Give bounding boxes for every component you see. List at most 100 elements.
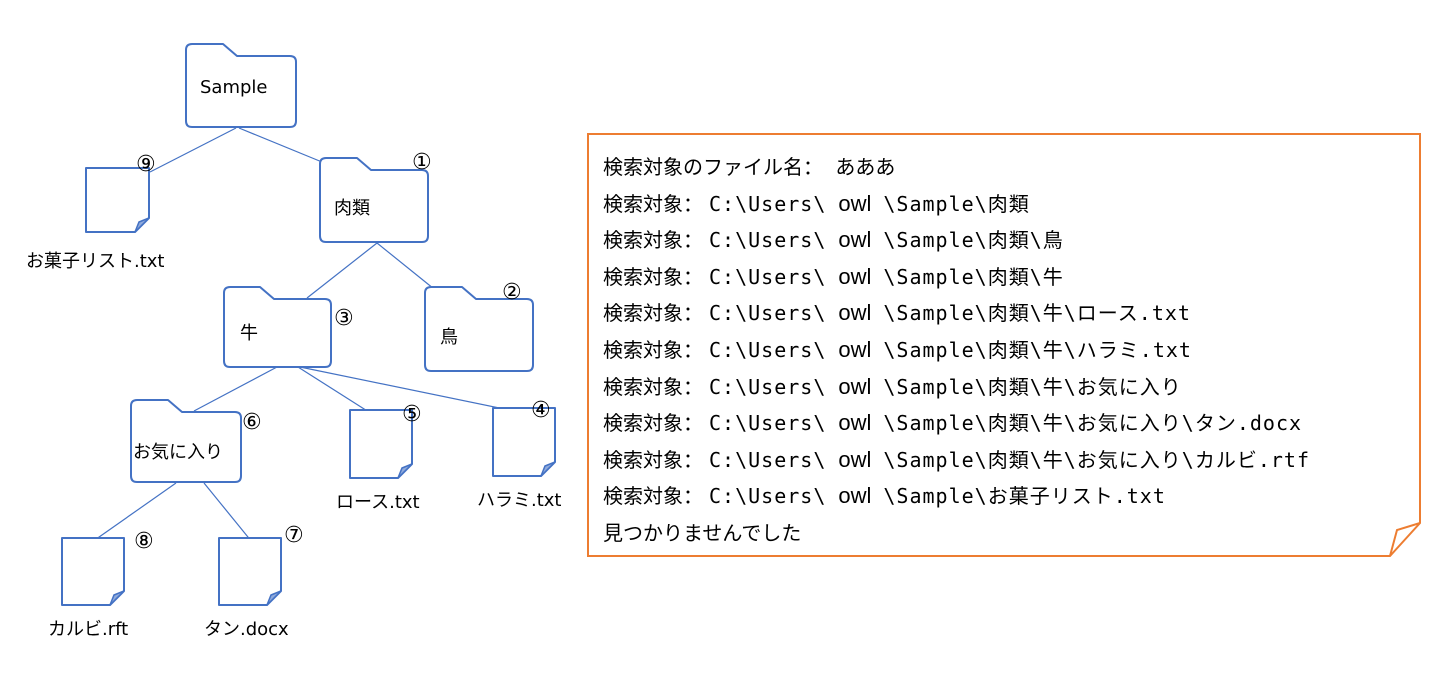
tree-edge	[91, 482, 177, 543]
tree-node-beef: 牛③	[223, 286, 354, 368]
path-user: owl	[838, 227, 872, 253]
path-prefix: C:\Users\	[709, 411, 827, 436]
path-prefix: C:\Users\	[709, 301, 827, 326]
tree-edge	[306, 242, 378, 299]
page-corner-icon	[134, 217, 150, 233]
panel-border	[587, 133, 1421, 557]
search-label: 検索対象：	[603, 301, 703, 326]
node-number: ③	[334, 306, 354, 331]
path-rest: \Sample\肉類\牛\ロース.txt	[883, 301, 1191, 326]
path-prefix: C:\Users\	[709, 337, 827, 362]
tree-node-sample: Sample	[185, 43, 297, 128]
result-text: 見つかりませんでした	[603, 520, 802, 545]
path-prefix: C:\Users\	[709, 264, 827, 289]
folder-icon	[223, 286, 332, 368]
node-label: 肉類	[334, 198, 370, 219]
search-line: 検索対象：C:\Users\owl\Sample\肉類\牛\お気に入り	[603, 369, 1310, 406]
node-number: ⑤	[402, 402, 422, 427]
tree-edge	[299, 366, 515, 412]
tree-node-bird: 鳥②	[424, 280, 534, 372]
path-rest: \Sample\肉類\牛\ハラミ.txt	[883, 337, 1192, 362]
node-number: ⑨	[136, 152, 156, 177]
path-prefix: C:\Users\	[709, 228, 827, 253]
node-label: お菓子リスト.txt	[26, 251, 165, 272]
node-label: お気に入り	[133, 442, 223, 463]
path-rest: \Sample\肉類	[883, 191, 1030, 216]
tree-node-favorites: お気に入り ⑥	[130, 399, 262, 483]
path-rest: \Sample\肉類\牛\お気に入り	[883, 374, 1182, 399]
path-user: owl	[838, 373, 872, 399]
folder-tree-diagram: Sample肉類①鳥②牛③ハラミ.txt④ロース.txt⑤お気に入り⑥タン.do…	[26, 43, 562, 640]
path-prefix: C:\Users\	[709, 484, 827, 509]
node-label: ロース.txt	[336, 492, 420, 513]
node-label: 牛	[240, 323, 258, 344]
search-line: 検索対象：C:\Users\ owl \Sample\お菓子リスト.txt	[603, 478, 1310, 515]
path-rest: \Sample\肉類\鳥	[883, 228, 1064, 253]
path-prefix: C:\Users\	[709, 374, 827, 399]
search-output-panel: 検索対象のファイル名： あああ 検索対象：C:\Users\owl\Sample…	[587, 133, 1421, 557]
node-number: ⑧	[134, 529, 154, 554]
search-line: 検索対象：C:\Users\ owl \Sample\肉類	[603, 186, 1310, 223]
tree-edge	[203, 482, 253, 543]
search-line: 検索対象：C:\Users\owl\Sample\肉類\牛\お気に入り\タン.d…	[603, 405, 1310, 442]
path-prefix: C:\Users\	[709, 191, 827, 216]
node-label: タン.docx	[204, 619, 289, 640]
path-user: owl	[838, 446, 872, 472]
path-rest: \Sample\肉類\牛	[883, 264, 1064, 289]
panel-corner-fold	[1389, 522, 1421, 557]
search-line: 検索対象：C:\Users\ owl \Sample\肉類\鳥	[603, 222, 1310, 259]
search-line: 検索対象：C:\Users\ owl \Sample\肉類\牛\お気に入り\カルビ.…	[603, 442, 1310, 479]
search-label: 検索対象：	[603, 447, 703, 472]
tree-edge	[238, 127, 323, 163]
page-corner-icon	[109, 590, 125, 606]
path-rest: \Sample\肉類\牛\お気に入り\タン.docx	[883, 411, 1303, 436]
search-label: 検索対象：	[603, 228, 703, 253]
search-label: 検索対象：	[603, 484, 703, 509]
node-number: ⑥	[242, 410, 262, 435]
tree-edge	[193, 366, 278, 412]
tree-edge	[297, 366, 373, 415]
search-line: 検索対象：C:\Users\owl\Sample\肉類\牛\ロース.txt	[603, 295, 1310, 332]
page-corner-icon	[266, 590, 282, 606]
search-label: 検索対象：	[603, 264, 703, 289]
panel-frame	[587, 133, 1421, 557]
path-user: owl	[838, 190, 872, 216]
path-user: owl	[838, 263, 872, 289]
page-corner-icon	[397, 463, 413, 479]
search-line: 検索対象：C:\Users\owl\Sample\肉類\牛\ハラミ.txt	[603, 332, 1310, 369]
path-user: owl	[838, 410, 872, 436]
tree-node-harami: ハラミ.txt ④	[477, 398, 562, 511]
path-user: owl	[838, 336, 872, 362]
node-label: Sample	[200, 77, 268, 98]
path-rest: \Sample\お菓子リスト.txt	[883, 484, 1166, 509]
tree-nodes: Sample肉類①鳥②牛③ハラミ.txt④ロース.txt⑤お気に入り⑥タン.do…	[26, 43, 562, 640]
header-value: あああ	[835, 155, 896, 179]
tree-node-kalbi: カルビ.rft ⑧	[48, 529, 154, 640]
output-header-line: 検索対象のファイル名： あああ	[603, 149, 1310, 186]
output-log: 検索対象のファイル名： あああ 検索対象：C:\Users\owl\Sample…	[603, 149, 1310, 552]
tree-edge	[149, 127, 237, 173]
folder-icon	[130, 399, 242, 483]
folder-icon	[185, 43, 297, 128]
node-label: 鳥	[440, 327, 458, 348]
tree-node-loin: ロース.txt ⑤	[336, 402, 422, 513]
node-label: ハラミ.txt	[477, 490, 562, 511]
header-label: 検索対象のファイル名：	[603, 155, 823, 179]
path-user: owl	[838, 483, 872, 509]
tree-node-snacks: お菓子リスト.txt ⑨	[26, 152, 165, 272]
tree-node-meat: 肉類 ①	[319, 150, 432, 243]
path-prefix: C:\Users\	[709, 447, 827, 472]
path-rest: \Sample\肉類\牛\お気に入り\カルビ.rtf	[883, 447, 1311, 472]
search-line: 検索対象：C:\Users\ owl \Sample\肉類\牛	[603, 259, 1310, 296]
result-line: 見つかりませんでした	[603, 515, 1310, 552]
folder-icon	[424, 286, 534, 372]
node-number: ⑦	[284, 523, 304, 548]
tree-edges	[91, 127, 515, 543]
folder-icon	[319, 157, 429, 243]
node-number: ①	[412, 150, 432, 175]
node-label: カルビ.rft	[48, 619, 128, 640]
node-number: ②	[502, 280, 522, 305]
tree-node-tongue: タン.docx ⑦	[204, 523, 304, 640]
node-number: ④	[531, 398, 551, 423]
search-label: 検索対象：	[603, 191, 703, 216]
